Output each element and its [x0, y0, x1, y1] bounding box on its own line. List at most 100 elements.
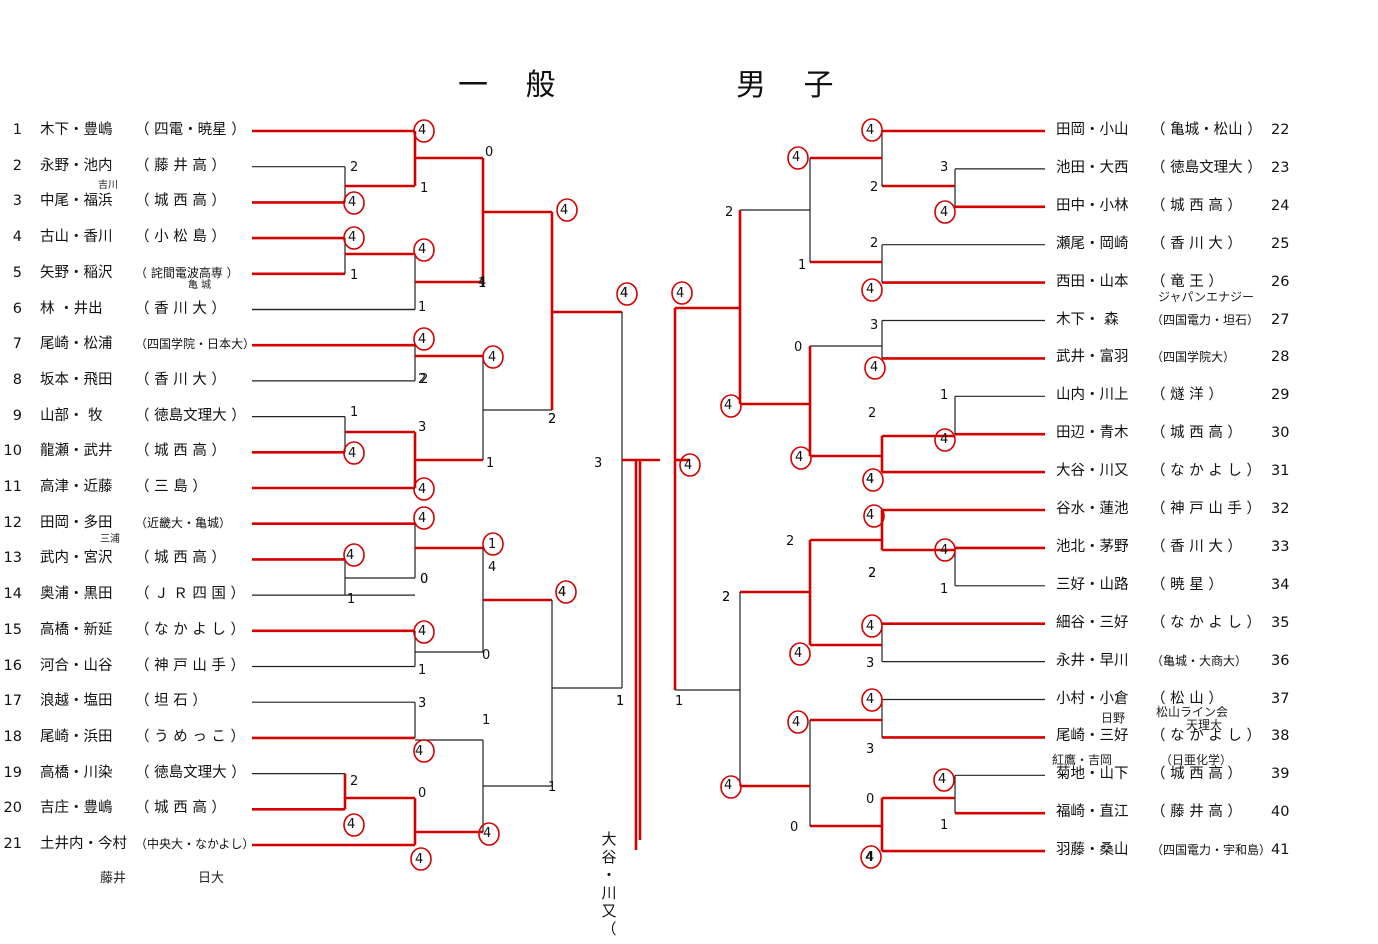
entry-team: （ 香 川 大 ）	[135, 371, 226, 388]
right-entry: 田辺・青木（ 城 西 高 ）30	[1056, 423, 1306, 443]
winner-circle	[861, 688, 883, 712]
entry-names: 尾崎・松浦	[40, 336, 113, 353]
score: 2	[722, 590, 731, 605]
entry-number: 30	[1271, 425, 1290, 442]
entry-names: 山内・川上	[1056, 387, 1129, 404]
winner-circle	[413, 477, 435, 501]
entry-number: 10	[3, 443, 22, 460]
entry-team: （亀城・大商大）	[1151, 653, 1248, 668]
entry-team: （ 香 川 大 ）	[1151, 235, 1242, 252]
entry-number: 33	[1271, 538, 1290, 555]
score: 1	[350, 405, 359, 420]
entry-number: 38	[1271, 728, 1290, 745]
entry-names: 高橋・川染	[40, 764, 113, 781]
entry-number: 36	[1271, 652, 1290, 669]
winner-circle	[934, 428, 956, 452]
score: 1	[548, 780, 557, 795]
entry-number: 34	[1271, 576, 1290, 593]
winner-circle	[864, 356, 886, 380]
entry-number: 11	[3, 479, 22, 495]
score: 1	[418, 300, 427, 315]
score: 4	[866, 472, 875, 487]
entry-team: （ な か よ し ）	[1151, 614, 1262, 631]
entry-team: （ 城 西 高 ）	[1151, 766, 1242, 783]
winner-circle	[343, 441, 365, 465]
score: 4	[792, 715, 801, 730]
score: 4	[478, 275, 487, 290]
entry-team: （四国学院大）	[1151, 350, 1236, 365]
score: 2	[868, 566, 877, 581]
entry-names: 中尾・福浜	[40, 193, 113, 210]
score: 4	[870, 360, 879, 375]
score: 4	[483, 826, 492, 841]
score: 4	[418, 332, 427, 347]
entry-team: （ な か よ し ）	[1151, 728, 1262, 745]
title-men: 男 子	[736, 68, 848, 103]
entry-number: 25	[1271, 235, 1290, 252]
score: 3	[866, 742, 875, 757]
entry-number: 6	[12, 300, 22, 317]
entry-names: 田中・小林	[1056, 197, 1129, 214]
score: 1	[347, 592, 356, 607]
score: 2	[548, 412, 557, 427]
score: 2	[548, 412, 557, 427]
score: 0	[866, 792, 875, 807]
score: 4	[676, 286, 685, 301]
entry-team: （ 城 西 高 ）	[135, 550, 226, 567]
winner-circle	[934, 538, 956, 562]
right-entry: 瀬尾・岡崎 （ 香 川 大 ） 25	[1056, 234, 1306, 254]
score: 1	[940, 818, 949, 833]
score: 0	[482, 648, 491, 663]
entry-number: 2	[12, 157, 22, 174]
score: 4	[938, 772, 947, 787]
score: 4	[866, 472, 875, 487]
entry-team: （四国学院・日本大）	[135, 337, 256, 352]
entry-number: 24	[1271, 197, 1290, 214]
score: 1	[486, 456, 495, 471]
entry-names: 田岡・小山	[1056, 122, 1129, 138]
entry-team: （ 香 川 大 ）	[1151, 538, 1242, 555]
entry-number: 12	[3, 514, 22, 531]
right-entry: 西田・山本（ 竜 王 ）26	[1056, 272, 1306, 292]
score: 4	[940, 543, 949, 558]
entry-number: 7	[12, 336, 22, 353]
entry-team: （ 小 松 島 ）	[135, 229, 226, 246]
entry-team: （ 四電・暁星 ）	[135, 122, 246, 138]
winner-circle	[556, 198, 578, 222]
entry-number: 20	[3, 800, 22, 817]
entry-names: 瀬尾・岡崎	[1056, 235, 1129, 252]
note-37a: 日野	[1101, 711, 1126, 725]
winner-circle	[860, 845, 882, 869]
note-37b: 松山ライン会	[1156, 705, 1229, 719]
score: 0	[790, 820, 799, 835]
entry-number: 22	[1271, 122, 1290, 138]
entry-number: 9	[12, 407, 22, 424]
right-entry: 池田・大西（ 徳島文理大 ）23	[1056, 158, 1306, 178]
score: 1	[418, 663, 427, 678]
entry-names: 武井・富羽	[1056, 349, 1129, 366]
score: 2	[870, 180, 879, 195]
entry-number: 26	[1271, 273, 1290, 290]
winner-circle	[413, 739, 435, 763]
score: 4	[558, 585, 567, 600]
right-entry: 菊地・山下（ 城 西 高 ）39	[1056, 764, 1306, 784]
score: 2	[868, 406, 877, 421]
entry-names: 矢野・稲沢	[40, 264, 113, 281]
score: 4	[348, 446, 357, 461]
right-entry: 田岡・小山（ 亀城・松山 ）22	[1056, 120, 1306, 140]
entry-number: 8	[12, 371, 22, 388]
score: 4	[866, 282, 875, 297]
entry-names: 坂本・飛田	[40, 371, 113, 388]
winner-circle	[343, 226, 365, 250]
score: 2	[722, 590, 731, 605]
title-general: 一 般	[458, 68, 570, 103]
right-entry: 谷水・蓮池（ 神 戸 山 手 ）32	[1056, 499, 1306, 519]
winner-circle	[720, 775, 742, 799]
entry-team: （ な か よ し ）	[1151, 463, 1262, 480]
right-entry: 細谷・三好（ な か よ し ）35	[1056, 613, 1306, 633]
score: 4	[488, 560, 497, 575]
